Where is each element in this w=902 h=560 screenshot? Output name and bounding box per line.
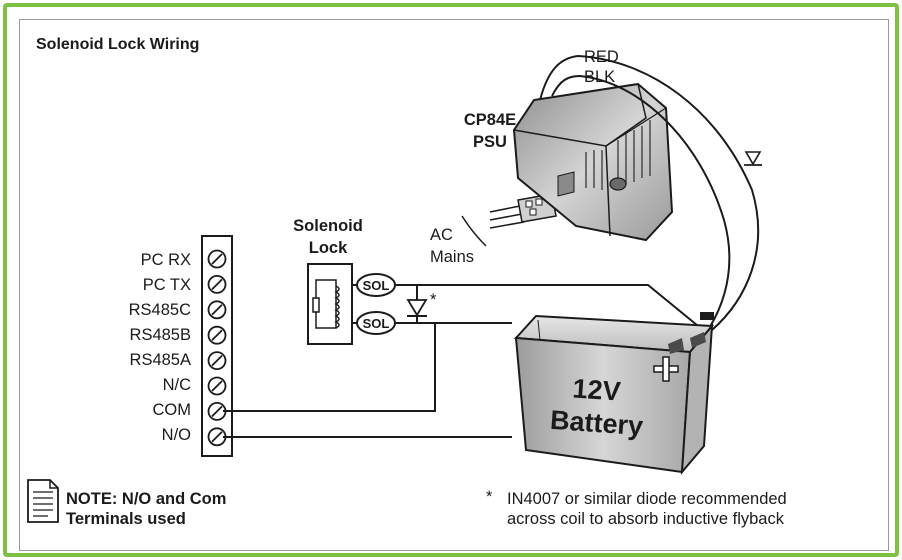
footnote-star: * xyxy=(486,488,493,506)
psu-wire-blk-label: BLK xyxy=(584,68,615,86)
battery: 12V Battery xyxy=(513,314,715,475)
terminal-screw-slot xyxy=(211,253,223,265)
note-line2: Terminals used xyxy=(66,510,186,528)
wire-sol-top xyxy=(395,284,704,331)
ac-mains-break xyxy=(461,215,487,247)
terminal-screw-slot xyxy=(211,354,223,367)
terminal-screw-slot xyxy=(211,380,223,392)
terminal-screw-slot xyxy=(211,431,223,443)
terminal-screw-slot xyxy=(211,405,223,418)
terminal-label-no: N/O xyxy=(162,426,192,444)
psu-lead-red xyxy=(539,54,760,331)
terminal-label-com: COM xyxy=(153,401,192,419)
note-line1: NOTE: N/O and Com xyxy=(66,490,226,508)
terminal-label-pc-rx: PC RX xyxy=(141,251,191,269)
terminal-label-rs485a: RS485A xyxy=(130,351,191,369)
flyback-diode: * xyxy=(406,285,437,323)
figure-frame xyxy=(3,3,899,557)
note: NOTE: N/O and Com Terminals used xyxy=(27,479,226,528)
diode-star: * xyxy=(430,291,437,309)
footnote: * IN4007 or similar diode recommended ac… xyxy=(486,488,787,528)
terminal-block xyxy=(201,235,233,457)
terminal-screw-slot xyxy=(211,304,223,316)
terminal-label-pc-tx: PC TX xyxy=(143,276,191,294)
psu-unit: CP84E PSU xyxy=(464,82,674,242)
battery-plus-marker xyxy=(653,356,679,382)
terminal-screws xyxy=(207,249,227,447)
solenoid-title-line2: Lock xyxy=(309,239,348,257)
sol-label-bottom: SOL xyxy=(363,316,390,331)
solenoid-title-line1: Solenoid xyxy=(293,217,363,235)
wire-com xyxy=(223,322,512,412)
figure-inner-border xyxy=(19,19,889,551)
terminal-labels: PC RX PC TX RS485C RS485B RS485A N/C COM… xyxy=(129,251,192,444)
sol-label-top: SOL xyxy=(363,278,390,293)
battery-minus-marker xyxy=(700,312,714,320)
diagram-title: Solenoid Lock Wiring xyxy=(36,36,199,53)
terminal-label-nc: N/C xyxy=(163,376,192,394)
terminal-label-rs485b: RS485B xyxy=(130,326,191,344)
psu-name-line1: CP84E xyxy=(464,111,516,129)
ac-label-line1: AC xyxy=(430,226,453,244)
psu-wire-red-label: RED xyxy=(584,48,619,66)
inline-diode xyxy=(744,151,762,166)
note-document-icon xyxy=(27,479,59,523)
terminal-screw-slot xyxy=(211,329,223,341)
battery-label: Battery xyxy=(549,405,644,441)
psu-lead-blk xyxy=(551,74,731,357)
terminal-label-rs485c: RS485C xyxy=(129,301,191,319)
footnote-line2: across coil to absorb inductive flyback xyxy=(507,510,785,528)
terminal-screw-slot xyxy=(211,278,223,291)
solenoid-lock: Solenoid Lock SOL SOL xyxy=(293,217,396,345)
psu-name-line2: PSU xyxy=(473,133,507,151)
ac-label-line2: Mains xyxy=(430,248,474,266)
footnote-line1: IN4007 or similar diode recommended xyxy=(507,490,787,508)
battery-voltage: 12V xyxy=(572,373,622,406)
